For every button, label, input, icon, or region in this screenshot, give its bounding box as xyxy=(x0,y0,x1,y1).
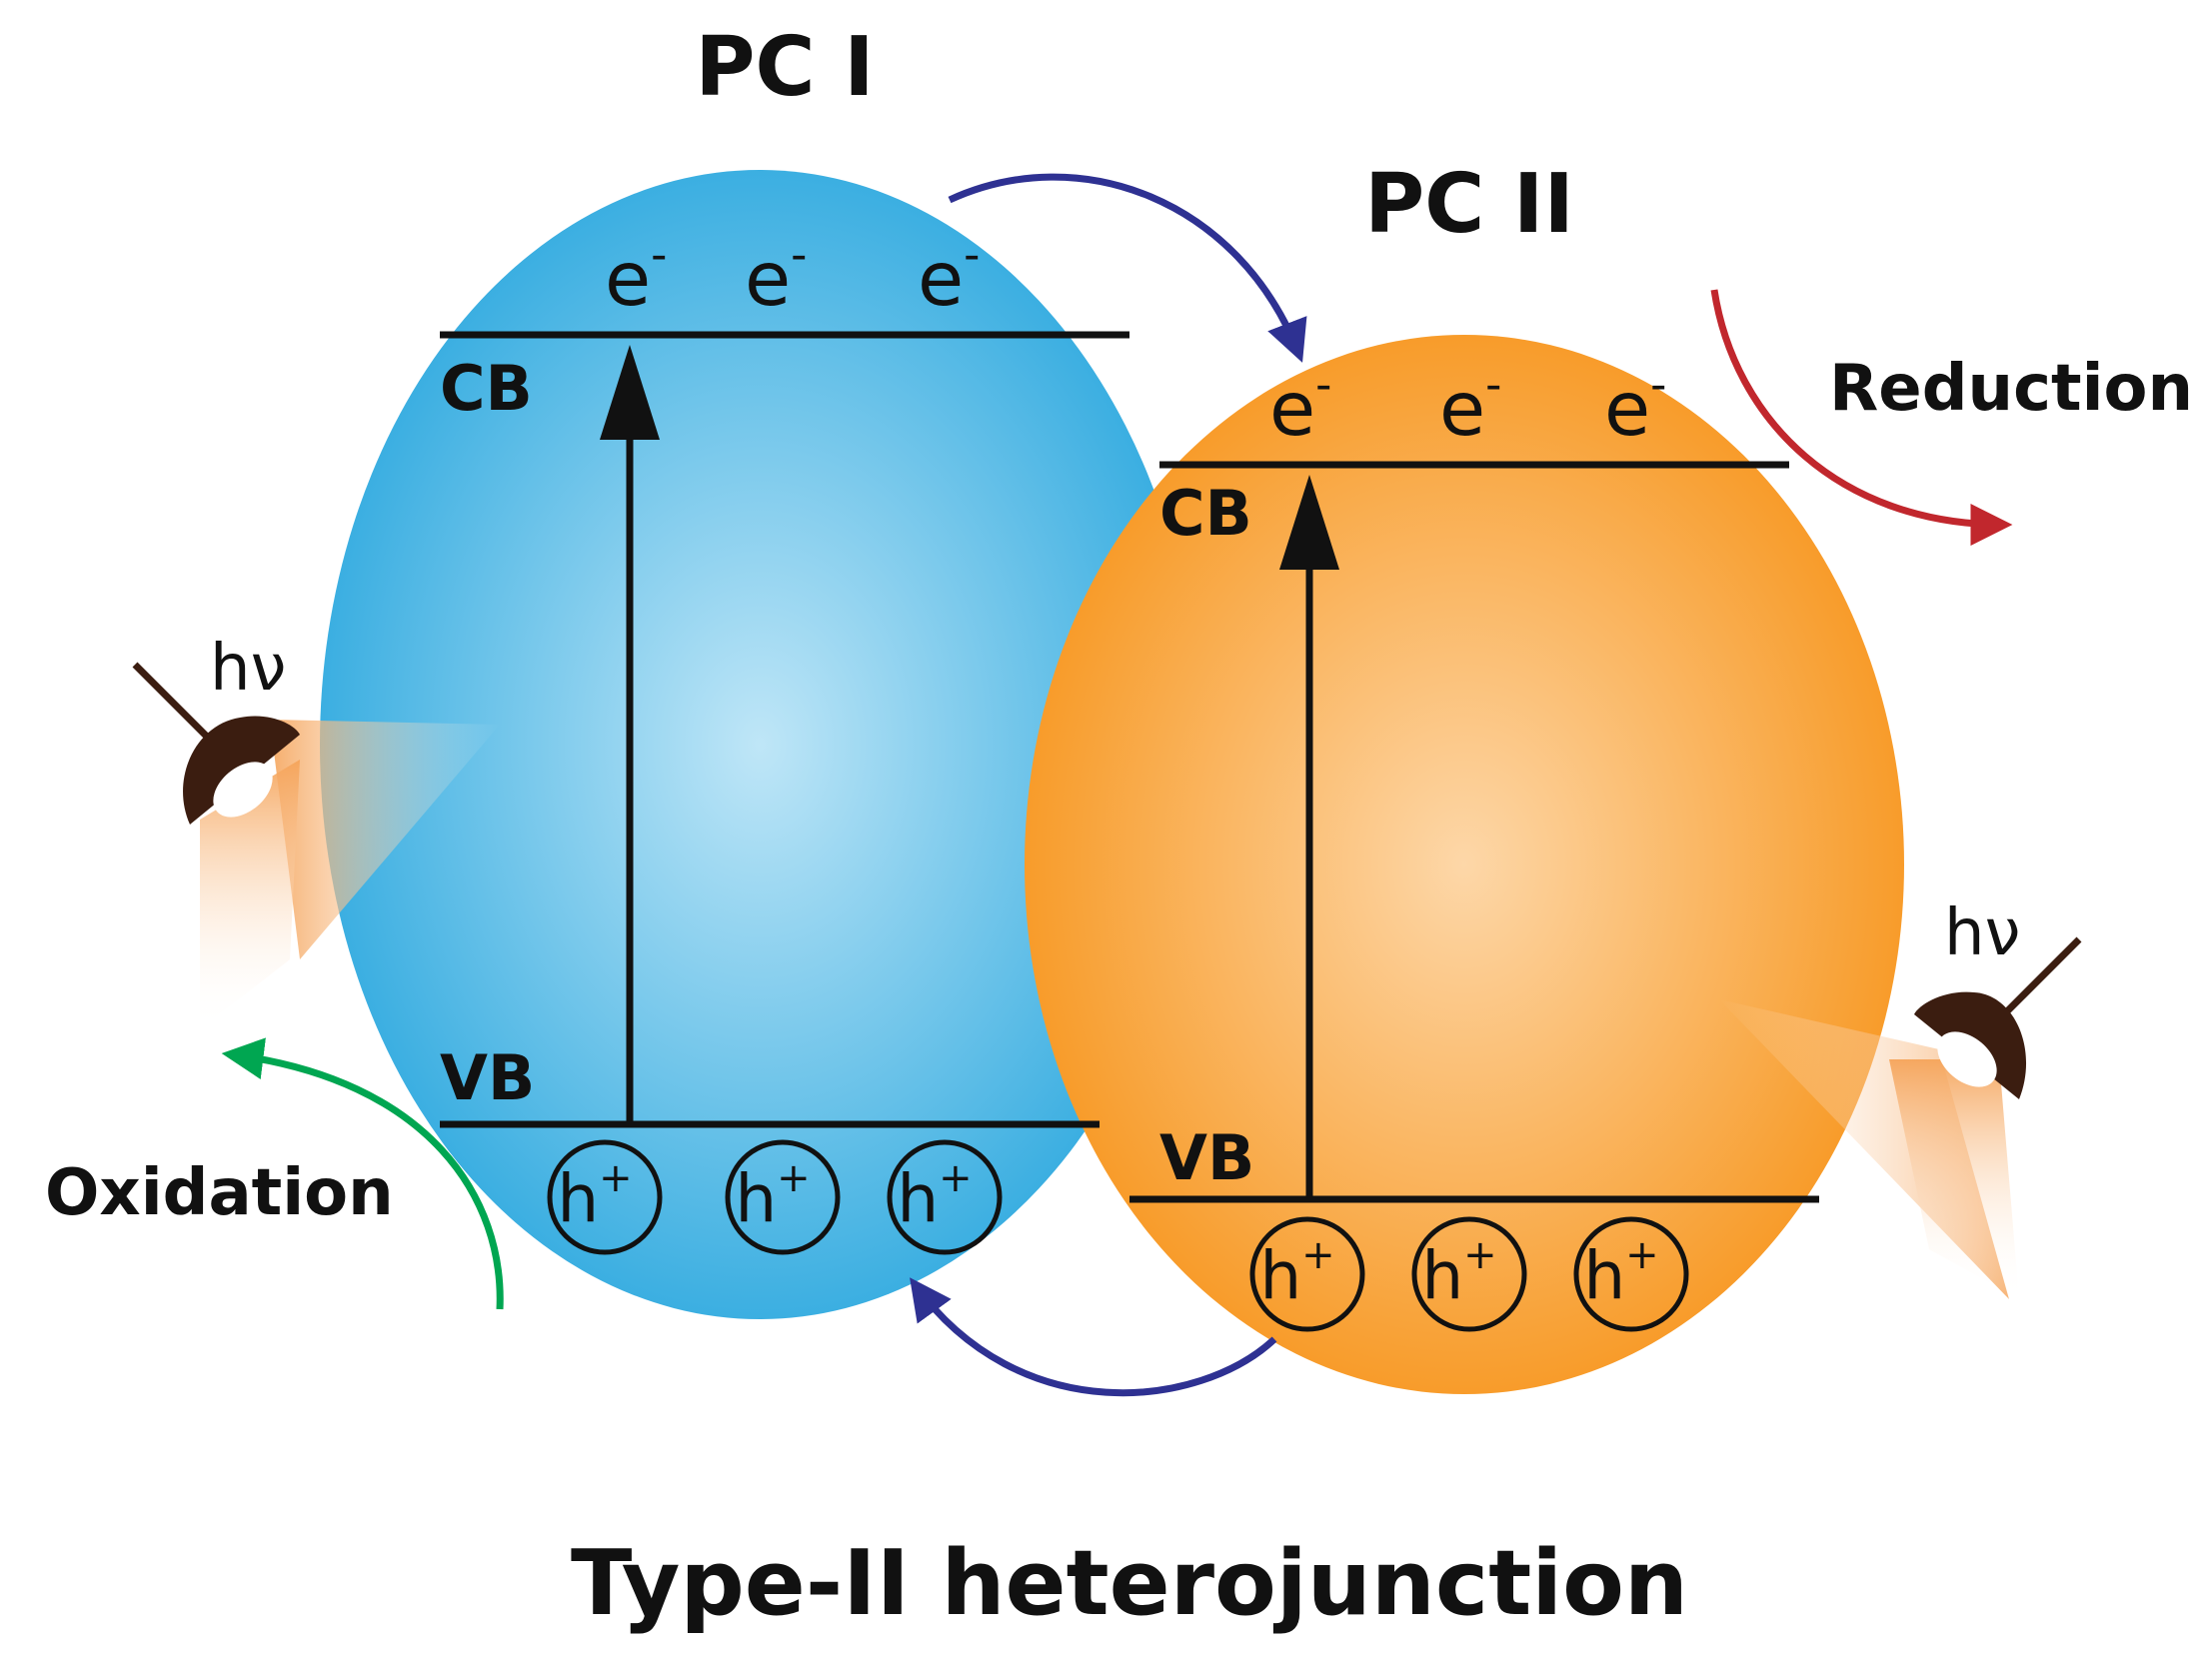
pc2-vb-label: VB xyxy=(1159,1121,1254,1194)
reduction-arrow xyxy=(1710,289,2013,546)
pc1-label: PC I xyxy=(695,20,874,115)
light-label-right: hν xyxy=(1944,896,2020,970)
pc2-label: PC II xyxy=(1364,157,1574,252)
pc2-hole: h+ xyxy=(1249,1216,1365,1332)
light-beam-left-down xyxy=(200,760,300,1029)
light-label-left: hν xyxy=(210,632,286,706)
light-beam-right-down xyxy=(1889,1059,2019,1299)
lamp-left-icon xyxy=(132,662,300,825)
diagram-title: Type-II heterojunction xyxy=(571,1531,1688,1636)
lamp-right-icon xyxy=(1914,936,2082,1099)
pc1-particle xyxy=(320,170,1199,1319)
pc2-cb-label: CB xyxy=(1159,477,1252,550)
svg-text:h+: h+ xyxy=(1421,1232,1496,1314)
pc1-excitation-arrowhead xyxy=(600,345,660,440)
pc1-electron: e- xyxy=(918,228,980,323)
svg-text:h+: h+ xyxy=(735,1155,810,1237)
svg-text:h+: h+ xyxy=(557,1155,632,1237)
pc2-hole: h+ xyxy=(1411,1216,1527,1332)
pc2-electron: e- xyxy=(1269,358,1331,453)
oxidation-label: Oxidation xyxy=(45,1156,394,1230)
oxidation-arrow xyxy=(221,1037,504,1310)
svg-text:h+: h+ xyxy=(1583,1232,1658,1314)
pc2-excitation-arrowhead xyxy=(1279,475,1339,570)
svg-text:h+: h+ xyxy=(1259,1232,1334,1314)
pc1-hole: h+ xyxy=(547,1139,663,1255)
pc1-electron: e- xyxy=(605,228,667,323)
svg-text:h+: h+ xyxy=(897,1155,972,1237)
pc2-hole: h+ xyxy=(1573,1216,1689,1332)
reduction-label: Reduction xyxy=(1829,352,2193,426)
pc1-hole: h+ xyxy=(887,1139,1003,1255)
light-beam-left xyxy=(270,720,500,959)
pc1-vb-label: VB xyxy=(440,1041,535,1114)
electron-transfer-arrow xyxy=(948,173,1307,363)
pc1-electron: e- xyxy=(745,228,807,323)
pc2-electron: e- xyxy=(1439,358,1501,453)
pc2-particle xyxy=(1025,335,1904,1394)
pc1-cb-label: CB xyxy=(440,352,533,425)
hole-transfer-arrow xyxy=(910,1277,1277,1397)
pc2-electron: e- xyxy=(1604,358,1666,453)
pc1-hole: h+ xyxy=(725,1139,841,1255)
